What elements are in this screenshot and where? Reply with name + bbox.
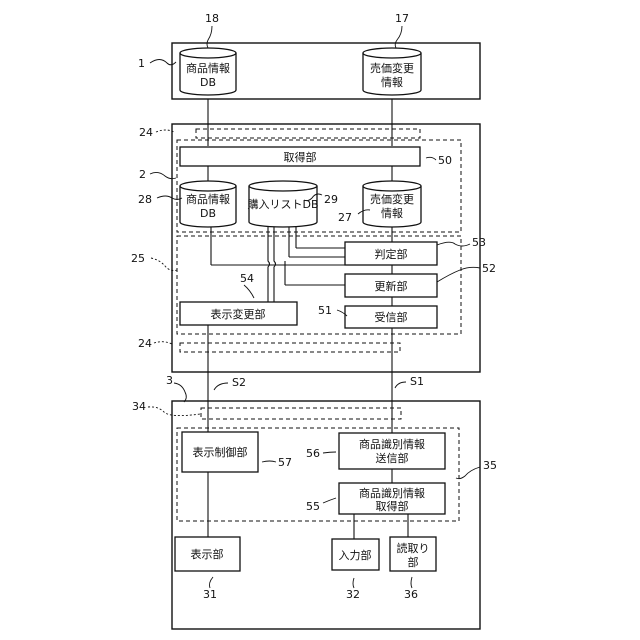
- purchase-list-db-label: 購入リストDB: [247, 197, 318, 211]
- ref-36: 36: [404, 588, 418, 601]
- product-id-sending-line2: 送信部: [376, 451, 409, 465]
- ref-56: 56: [306, 447, 320, 460]
- ref-54: 54: [240, 272, 254, 285]
- comm-unit-24-bottom: [180, 343, 400, 352]
- ref-3: 3: [166, 374, 173, 387]
- product-info-db-mid-line1: 商品情報: [186, 192, 230, 206]
- product-info-db-top-line2: DB: [200, 76, 216, 89]
- product-info-db-mid-line2: DB: [200, 207, 216, 220]
- input-unit-label: 入力部: [339, 548, 372, 562]
- ref-2: 2: [139, 168, 146, 181]
- ref-32: 32: [346, 588, 360, 601]
- product-info-db-top-line1: 商品情報: [186, 61, 230, 75]
- ref-29: 29: [324, 193, 338, 206]
- ref-52: 52: [482, 262, 496, 275]
- reader-unit-line1: 読取り: [397, 541, 430, 555]
- ref-50: 50: [438, 154, 452, 167]
- ref-18: 18: [205, 12, 219, 25]
- ref-27: 27: [338, 211, 352, 224]
- display-change-unit-label: 表示変更部: [211, 307, 266, 321]
- update-unit-label: 更新部: [375, 279, 408, 293]
- signal-s1: S1: [410, 375, 424, 388]
- display-unit-label: 表示部: [191, 547, 224, 561]
- ref-55: 55: [306, 500, 320, 513]
- display-control-unit-label: 表示制御部: [193, 445, 248, 459]
- ref-24-bottom: 24: [138, 337, 152, 350]
- ref-35: 35: [483, 459, 497, 472]
- comm-unit-24-top: [196, 129, 420, 138]
- purchase-list-db-cylinder: 購入リストDB: [247, 181, 318, 227]
- price-change-info-mid-line1: 売価変更: [370, 192, 414, 206]
- ref-25: 25: [131, 252, 145, 265]
- comm-unit-34: [201, 408, 401, 419]
- price-change-info-cylinder-mid: 売価変更 情報: [363, 181, 421, 227]
- product-id-sending-line1: 商品識別情報: [359, 437, 425, 451]
- product-info-db-cylinder-mid: 商品情報 DB: [180, 181, 236, 227]
- price-change-info-cylinder-top: 売価変更 情報: [363, 48, 421, 95]
- price-change-info-top-line2: 情報: [381, 76, 403, 89]
- judgement-unit-label: 判定部: [375, 247, 408, 261]
- ref-17: 17: [395, 12, 409, 25]
- acquisition-unit-label: 取得部: [284, 150, 317, 164]
- product-id-acquisition-line1: 商品識別情報: [359, 486, 425, 500]
- product-info-db-cylinder-top: 商品情報 DB: [180, 48, 236, 95]
- receiver-unit-label: 受信部: [375, 310, 408, 324]
- ref-28: 28: [138, 193, 152, 206]
- signal-s2: S2: [232, 376, 246, 389]
- ref-53: 53: [472, 236, 486, 249]
- price-change-info-top-line1: 売価変更: [370, 61, 414, 75]
- ref-31: 31: [203, 588, 217, 601]
- ref-51: 51: [318, 304, 332, 317]
- ref-24-top: 24: [139, 126, 153, 139]
- product-id-acquisition-line2: 取得部: [376, 499, 409, 513]
- ref-34: 34: [132, 400, 146, 413]
- price-change-info-mid-line2: 情報: [381, 207, 403, 220]
- ref-1: 1: [138, 57, 145, 70]
- reader-unit-line2: 部: [408, 555, 419, 569]
- ref-57: 57: [278, 456, 292, 469]
